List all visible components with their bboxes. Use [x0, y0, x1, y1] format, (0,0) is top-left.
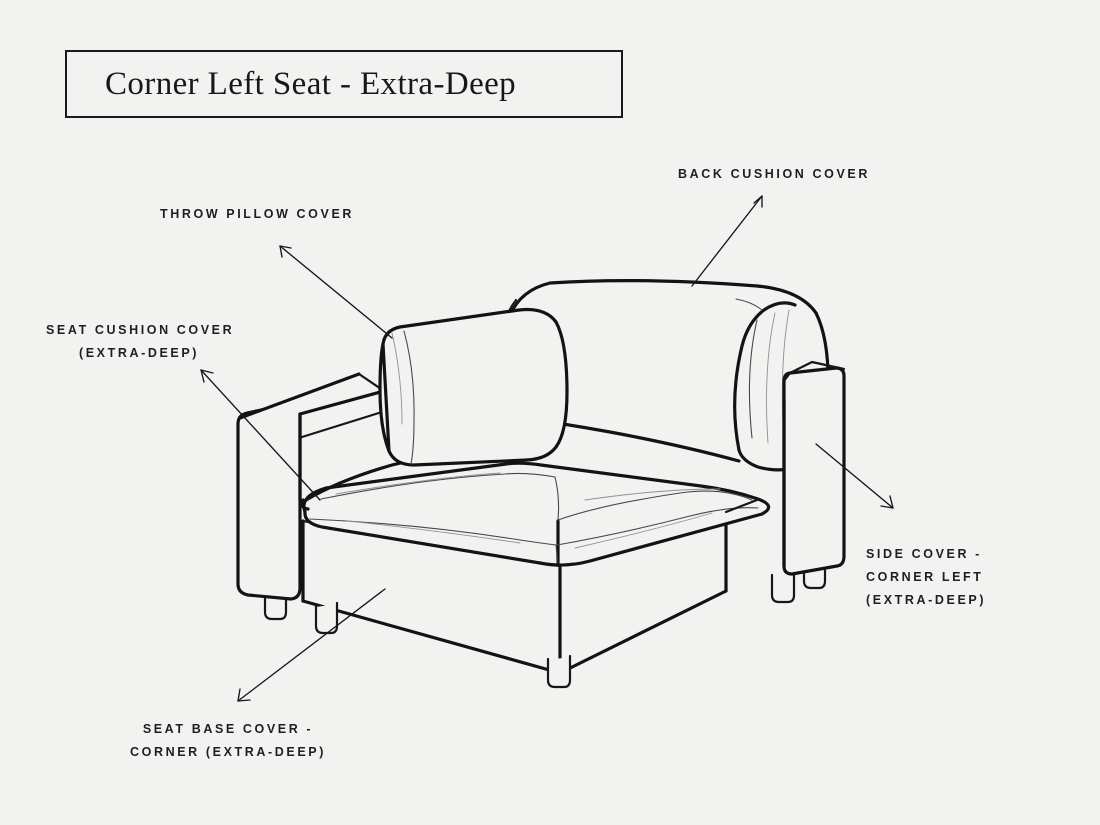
seat-base-group	[301, 510, 728, 675]
label-line: SEAT BASE COVER -	[142, 722, 314, 736]
label-line: SEAT CUSHION COVER	[46, 323, 235, 337]
left-armrest	[236, 372, 472, 601]
leader-throw-pillow	[279, 245, 393, 339]
back-cushion	[497, 279, 830, 472]
title-box: Corner Left Seat - Extra-Deep	[65, 50, 623, 118]
right-armrest-side-panel	[782, 360, 846, 576]
seat-cushion	[302, 461, 771, 567]
leader-back-cushion	[691, 195, 763, 287]
label-seat-cushion-cover: SEAT CUSHION COVER (EXTRA-DEEP)	[46, 319, 232, 365]
leader-seat-base	[237, 588, 386, 702]
label-side-cover-corner-left: SIDE COVER - CORNER LEFT (EXTRA-DEEP)	[866, 543, 986, 612]
throw-pillow	[378, 307, 569, 467]
leader-lines	[200, 195, 894, 702]
sofa-feet	[263, 557, 827, 689]
label-line: (EXTRA-DEEP)	[866, 593, 987, 607]
label-line: THROW PILLOW COVER	[160, 207, 355, 221]
page-title: Corner Left Seat - Extra-Deep	[105, 65, 517, 102]
leader-side-cover	[815, 443, 894, 509]
label-back-cushion-cover: BACK CUSHION COVER	[678, 163, 870, 186]
label-line: BACK CUSHION COVER	[678, 167, 870, 181]
label-line: CORNER LEFT	[866, 570, 984, 584]
label-seat-base-cover-corner: SEAT BASE COVER - CORNER (EXTRA-DEEP)	[124, 718, 332, 764]
label-line: SIDE COVER -	[866, 547, 982, 561]
label-line: (EXTRA-DEEP)	[78, 346, 200, 360]
label-throw-pillow-cover: THROW PILLOW COVER	[160, 203, 354, 226]
leader-seat-cushion	[200, 369, 321, 501]
label-line: CORNER (EXTRA-DEEP)	[130, 745, 326, 759]
